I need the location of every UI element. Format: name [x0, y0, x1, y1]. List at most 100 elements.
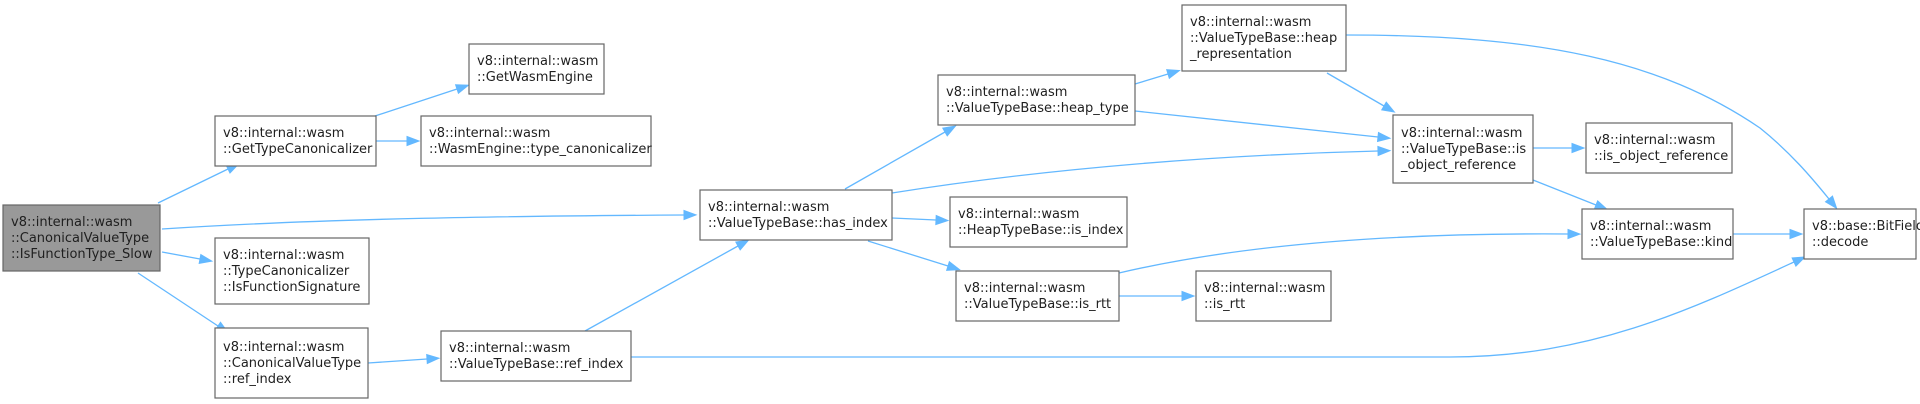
node-label-line: ::CanonicalValueType: [223, 356, 361, 371]
node-box: [1181, 4, 1347, 72]
edge-n7-to-n16: [631, 256, 1807, 358]
node-n6[interactable]: v8::internal::wasm::CanonicalValueType::…: [214, 327, 369, 399]
edge-line: [1532, 179, 1597, 206]
node-label-line: v8::internal::wasm: [1594, 133, 1715, 148]
edge-n12-to-n14: [1533, 142, 1586, 154]
arrowhead: [1791, 256, 1807, 267]
node-n9[interactable]: v8::internal::wasm::HeapTypeBase::is_ind…: [949, 196, 1128, 248]
node-label-line: v8::internal::wasm: [1190, 15, 1311, 30]
arrowhead: [941, 125, 957, 137]
edge-line: [584, 245, 739, 332]
node-box: [214, 327, 369, 399]
node-n1[interactable]: v8::internal::wasm::GetTypeCanonicalizer: [214, 115, 377, 167]
edge-line: [374, 88, 458, 117]
node-label-line: ::is_rtt: [1204, 297, 1245, 312]
edge-line: [867, 240, 949, 267]
node-n0[interactable]: v8::internal::wasm::CanonicalValueType::…: [2, 204, 161, 272]
edge-n0-to-n1: [157, 163, 241, 204]
edge-line: [1345, 34, 1830, 200]
node-label-line: v8::internal::wasm: [946, 85, 1067, 100]
edge-n15-to-n16: [1733, 228, 1804, 240]
node-box: [2, 204, 161, 272]
node-label-line: v8::internal::wasm: [1401, 126, 1522, 141]
node-box: [1392, 114, 1534, 184]
edge-n1-to-n2: [374, 84, 470, 117]
node-n12[interactable]: v8::internal::wasm::ValueTypeBase::is_ob…: [1392, 114, 1534, 184]
node-box: [1195, 270, 1332, 322]
node-label-line: ::ValueTypeBase::heap: [1190, 31, 1337, 46]
edge-line: [1134, 73, 1169, 85]
arrowhead: [1789, 228, 1804, 240]
node-label-line: v8::internal::wasm: [477, 54, 598, 69]
edge-n10-to-n13: [1119, 290, 1196, 302]
node-box: [1803, 208, 1917, 260]
node-box: [420, 115, 652, 167]
node-n4[interactable]: v8::internal::wasm::ValueTypeBase::has_i…: [699, 189, 893, 241]
node-box: [955, 270, 1120, 322]
node-n16[interactable]: v8::base::BitField::decode: [1803, 208, 1920, 260]
node-label-line: ::ref_index: [223, 372, 292, 387]
edge-n4-to-n12: [891, 145, 1392, 194]
node-label-line: v8::internal::wasm: [1204, 281, 1325, 296]
edge-n10-to-n15: [1118, 228, 1582, 274]
edge-n8-to-n12: [1134, 110, 1392, 143]
node-label-line: ::ValueTypeBase::ref_index: [449, 357, 624, 372]
edge-line: [891, 217, 937, 221]
node-label-line: v8::internal::wasm: [429, 126, 550, 141]
edge-line: [631, 261, 1795, 358]
edge-n7-to-n4: [584, 239, 750, 332]
edge-n0-to-n5: [161, 251, 214, 265]
node-box: [214, 237, 370, 305]
node-box: [949, 196, 1128, 248]
node-label-line: v8::internal::wasm: [223, 248, 344, 263]
arrowhead: [426, 353, 441, 365]
node-n10[interactable]: v8::internal::wasm::ValueTypeBase::is_rt…: [955, 270, 1120, 322]
node-n3[interactable]: v8::internal::wasm::WasmEngine::type_can…: [420, 115, 652, 167]
node-n15[interactable]: v8::internal::wasm::ValueTypeBase::kind: [1581, 208, 1734, 260]
node-box: [699, 189, 893, 241]
edge-line: [137, 272, 219, 327]
node-label-line: ::WasmEngine::type_canonicalizer: [429, 142, 652, 157]
node-box: [440, 330, 632, 382]
edge-line: [1134, 110, 1379, 138]
node-label-line: v8::internal::wasm: [964, 281, 1085, 296]
edge-line: [1118, 233, 1569, 274]
node-n11[interactable]: v8::internal::wasm::ValueTypeBase::heap_…: [1181, 4, 1347, 72]
node-label-line: ::GetTypeCanonicalizer: [223, 142, 373, 157]
node-label-line: _object_reference: [1400, 158, 1516, 173]
node-label-line: ::ValueTypeBase::is: [1401, 142, 1526, 157]
edge-line: [157, 168, 229, 204]
node-box: [1585, 122, 1733, 174]
node-label-line: v8::internal::wasm: [449, 341, 570, 356]
node-label-line: v8::internal::wasm: [958, 207, 1079, 222]
node-box: [214, 115, 377, 167]
node-label-line: v8::internal::wasm: [11, 215, 132, 230]
node-label-line: ::ValueTypeBase::kind: [1590, 235, 1732, 250]
node-n2[interactable]: v8::internal::wasm::GetWasmEngine: [468, 43, 605, 95]
node-label-line: ::ValueTypeBase::heap_type: [946, 101, 1129, 116]
node-label-line: v8::base::BitField: [1812, 219, 1920, 234]
edge-line: [1326, 72, 1385, 107]
arrowhead: [683, 209, 698, 221]
arrowhead: [198, 253, 214, 265]
node-n5[interactable]: v8::internal::wasm::TypeCanonicalizer::I…: [214, 237, 370, 305]
node-n8[interactable]: v8::internal::wasm::ValueTypeBase::heap_…: [937, 74, 1136, 126]
node-n13[interactable]: v8::internal::wasm::is_rtt: [1195, 270, 1332, 322]
node-label-line: ::ValueTypeBase::is_rtt: [964, 297, 1111, 312]
node-label-line: ::CanonicalValueType: [11, 231, 149, 246]
arrowhead: [1166, 69, 1181, 80]
edge-n4-to-n9: [891, 214, 950, 226]
node-box: [468, 43, 605, 95]
edge-line: [367, 358, 428, 364]
arrowhead: [1571, 142, 1586, 154]
edge-n8-to-n11: [1134, 69, 1181, 85]
arrowhead: [454, 84, 470, 95]
node-n14[interactable]: v8::internal::wasm::is_object_reference: [1585, 122, 1733, 174]
node-label-line: ::ValueTypeBase::has_index: [708, 216, 888, 231]
node-label-line: ::IsFunctionType_Slow: [11, 247, 153, 262]
node-n7[interactable]: v8::internal::wasm::ValueTypeBase::ref_i…: [440, 330, 632, 382]
arrowhead: [1380, 101, 1396, 113]
edge-n1-to-n3: [376, 135, 421, 147]
node-label-line: ::decode: [1812, 235, 1868, 250]
